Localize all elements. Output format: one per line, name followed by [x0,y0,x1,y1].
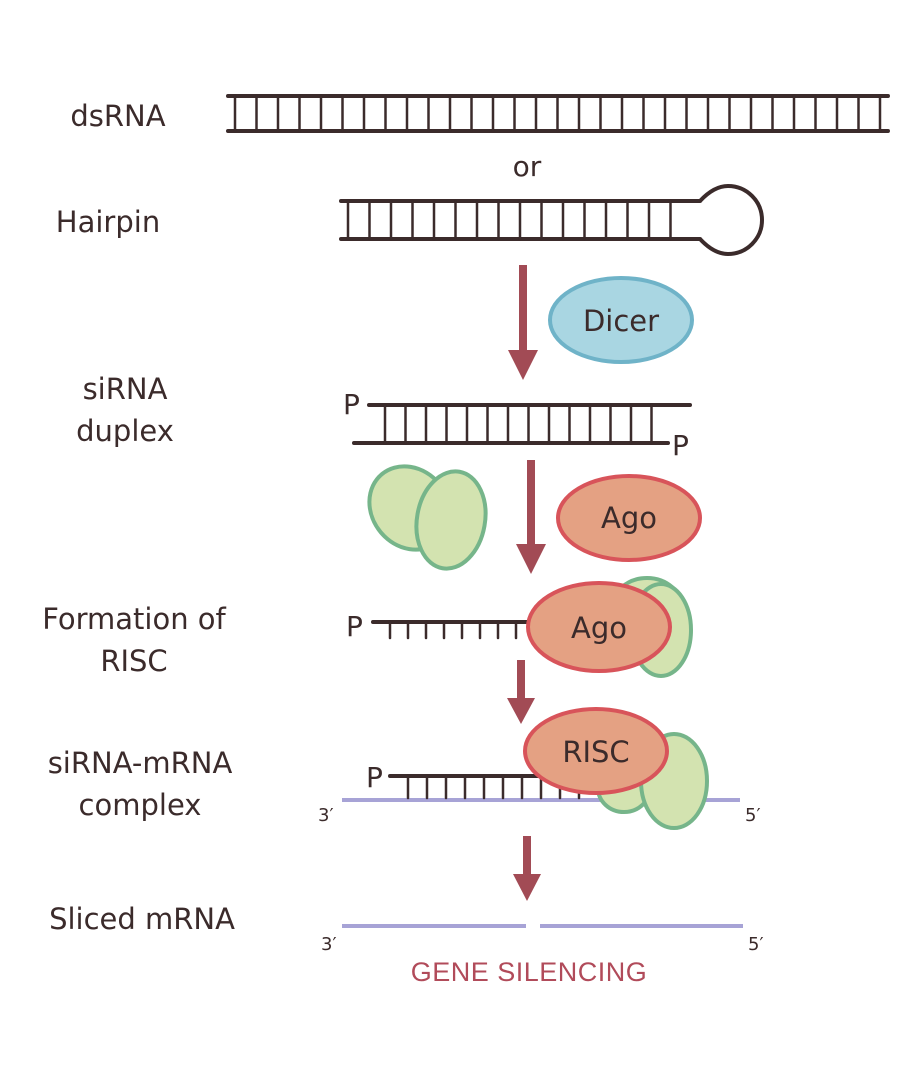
risc-formation: Ago [371,576,693,678]
stage-label-dsrna: dsRNA [70,99,166,133]
stage-label-hairpin: Hairpin [55,205,161,239]
five-prime-label-sliced: 5′ [748,934,764,955]
stage-label-formation-of-risc: Formation of RISC [42,602,226,678]
hairpin-molecule [339,183,764,257]
arrow-down-icon [516,460,546,574]
phosphate-label-risc: P [346,610,363,643]
three-prime-label-sliced: 3′ [321,934,337,955]
ago-bound-label: Ago [571,611,627,645]
stage-label-sliced-mrna: Sliced mRNA [49,902,235,936]
three-prime-label-complex: 3′ [318,805,334,826]
risc-label: RISC [562,735,629,769]
sirna-mrna-complex: RISC [342,707,740,830]
dicer-enzyme: Dicer [548,276,694,364]
arrow-down-icon [508,265,538,380]
stage-label-sirna-mrna-complex: siRNA-mRNA complex [47,746,233,822]
five-prime-label-complex: 5′ [745,805,761,826]
ago-protein: Ago [556,474,702,562]
dsrna-molecule [226,94,890,133]
ago-label: Ago [601,501,657,535]
arrow-down-icon [513,836,541,901]
dicer-label: Dicer [583,304,659,338]
arrow-down-icon [507,660,535,724]
phosphate-label-top: P [343,388,360,421]
sirna-duplex-molecule [352,403,692,445]
phosphate-label-bottom: P [672,429,689,462]
or-label: or [513,150,542,183]
phosphate-label-complex: P [366,761,383,794]
ago-helper-proteins [367,464,488,571]
stage-label-sirna-duplex: siRNA duplex [76,372,174,448]
hairpin-loop [698,183,764,257]
gene-silencing-label: GENE SILENCING [411,957,648,987]
